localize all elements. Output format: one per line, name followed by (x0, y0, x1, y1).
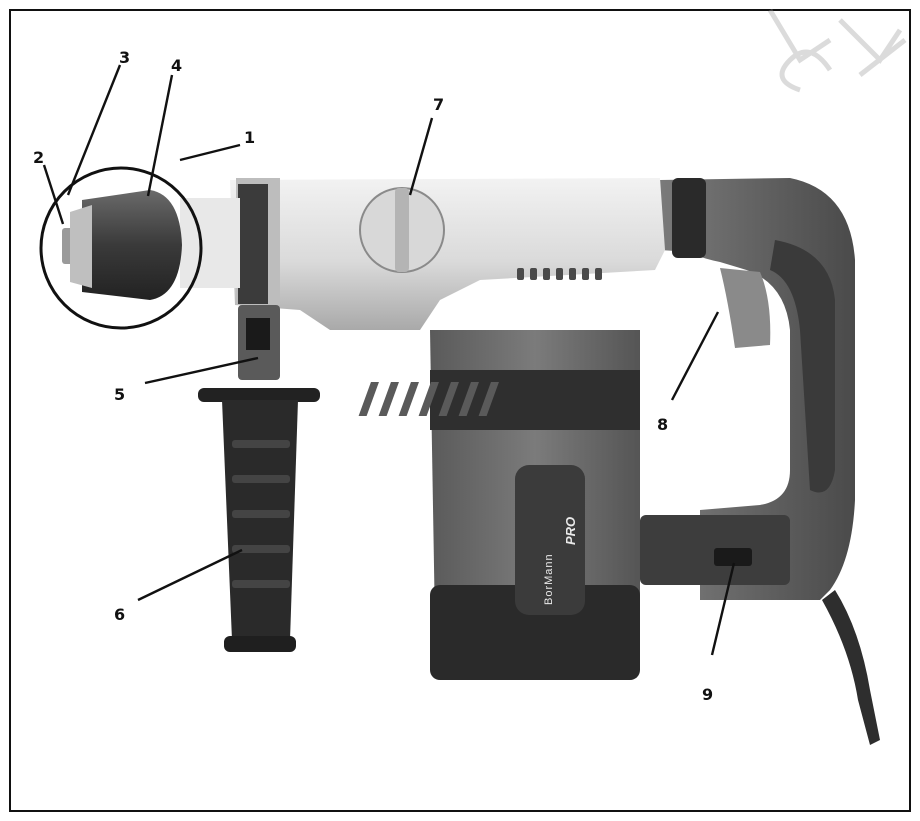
callout-5: 5 (114, 385, 125, 404)
chuck-callout-circle (39, 166, 203, 330)
callout-7: 7 (433, 95, 444, 114)
brush-cap (430, 585, 640, 680)
power-cord (822, 590, 880, 745)
aux-clamp-window (246, 318, 270, 350)
aux-handle-end (224, 636, 296, 652)
aux-handle-ribs (232, 440, 290, 588)
speed-dial (714, 548, 752, 566)
handle-grip-insert (770, 240, 835, 493)
motor-vents (358, 382, 499, 416)
chuck (82, 190, 182, 300)
watermark-logo (767, 8, 907, 93)
callout-9: 9 (702, 685, 713, 704)
callout-3: 3 (119, 48, 130, 67)
aux-handle-guard (198, 388, 320, 402)
front-shaft (180, 198, 240, 288)
callout-4: 4 (171, 56, 182, 75)
handle-collar (672, 178, 706, 258)
callout-6: 6 (114, 605, 125, 624)
motor-band (430, 370, 640, 430)
figure-frame (9, 9, 911, 812)
brand-line: PRO (563, 517, 578, 545)
dust-cap (70, 205, 92, 288)
brand-name: BorMann (543, 553, 555, 605)
housing-ring (238, 184, 268, 304)
callout-1: 1 (244, 128, 255, 147)
mode-selector (359, 187, 445, 273)
callout-2: 2 (33, 148, 44, 167)
callout-8: 8 (657, 415, 668, 434)
housing-vents (517, 268, 602, 280)
gear-housing (230, 178, 665, 330)
aux-handle-grip (222, 400, 298, 640)
leader-lines (42, 64, 736, 656)
brand-badge: BorMann PRO (515, 465, 585, 615)
trigger-switch (720, 268, 771, 348)
